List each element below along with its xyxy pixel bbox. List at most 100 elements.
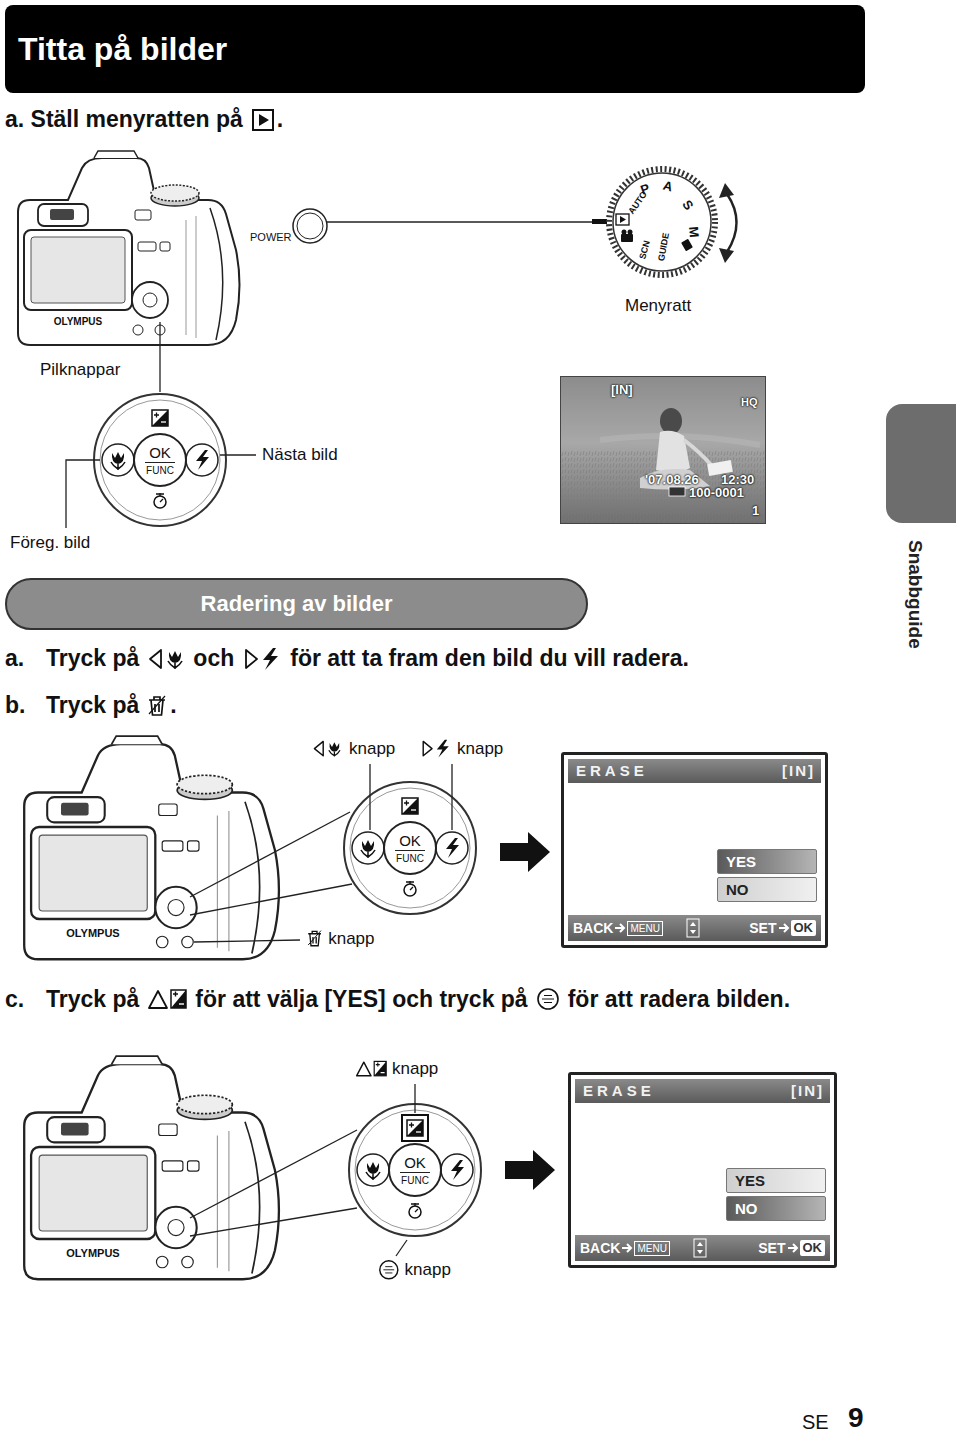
instruction-paragraph: c. Tryck på för att välja [YES] och tryck … <box>5 985 805 1014</box>
ok-func-button: OKFUNC <box>388 1143 442 1197</box>
instruction-text: för att välja [YES] och tryck på <box>195 986 527 1012</box>
button-icon <box>314 742 340 757</box>
power-button <box>293 209 327 243</box>
screen-info: '07.08.26 <box>645 472 699 487</box>
leader-line <box>396 1240 407 1256</box>
screen-title: ERASE <box>583 1082 655 1099</box>
instruction-text: knapp <box>405 1260 451 1280</box>
zoom-line <box>190 884 352 915</box>
rotation-arrow <box>719 183 737 263</box>
guide-arrow <box>621 1242 633 1254</box>
instruction-line: b.Tryck på. <box>5 692 177 719</box>
dial-index-mark <box>592 219 607 224</box>
guide-text: SET <box>749 920 776 936</box>
guide-key: MENU <box>634 1241 669 1256</box>
part-name: Pilknappar <box>40 360 120 380</box>
title-band: Titta på bilder <box>5 5 865 93</box>
screen-info: 1 <box>752 503 759 518</box>
button-icon <box>150 650 182 669</box>
button-icon <box>147 647 187 671</box>
part-name: Föreg. bild <box>10 533 90 553</box>
screen-guide-bar: BACK MENU SET OK <box>575 1235 830 1261</box>
button-icon <box>242 647 282 671</box>
lcd-screen: ERASE[IN] BACK MENU SET OK YES NO <box>568 1072 837 1268</box>
instruction-text: knapp <box>328 929 374 949</box>
mode-dial <box>609 169 715 275</box>
instruction-line: knapp <box>420 739 503 759</box>
mode-dial <box>681 239 693 252</box>
zoom-line <box>190 1208 357 1236</box>
instruction-text: för att ta fram den bild du vill radera. <box>290 645 689 672</box>
mode-dial <box>609 169 715 275</box>
screen-title-bar: ERASE[IN] <box>568 759 821 783</box>
camera-illustration <box>24 736 279 959</box>
instruction-text: knapp <box>349 739 395 759</box>
option-text: YES <box>735 1172 765 1189</box>
lcd-screen: ERASE[IN]BACKMENUSETOKYESNO <box>561 752 828 948</box>
power-button <box>297 213 323 239</box>
divider-line <box>400 1172 430 1173</box>
button-icon <box>145 694 169 718</box>
mode-dial <box>621 234 633 242</box>
button-label: OK <box>399 833 421 848</box>
guide-text: SET <box>758 1240 785 1256</box>
button-icon <box>305 929 324 948</box>
menu-option: YES <box>726 1168 826 1193</box>
screen-info: [IN] <box>611 382 633 397</box>
button-icon <box>253 110 273 130</box>
step-letter: c. <box>5 985 24 1014</box>
screen-title-bar: ERASE[IN] <box>575 1079 830 1103</box>
guide-text: BACK <box>580 1240 620 1256</box>
brand-logo: OLYMPUS <box>66 1248 119 1259</box>
photo-illustration <box>684 440 712 466</box>
rotation-arrow <box>719 183 734 198</box>
part-name: Menyratt <box>625 296 691 316</box>
instruction-text: Tryck på <box>46 986 139 1012</box>
section-heading: Radering av bilder <box>201 591 393 617</box>
button-icon <box>420 739 452 758</box>
zoom-line <box>190 812 350 897</box>
part-name: Nästa bild <box>262 445 338 465</box>
arrow-pad <box>344 782 476 914</box>
dial-mode: M <box>687 226 701 238</box>
photo-illustration <box>669 487 685 496</box>
instruction-line: knapp <box>305 929 375 949</box>
button-icon <box>308 931 321 946</box>
guide-group: SET OK <box>749 915 816 941</box>
instruction-line: knapp <box>378 1259 451 1281</box>
instruction-text: och <box>193 645 234 672</box>
leader-line <box>159 322 160 392</box>
screen-guide-bar: BACKMENU SET OK <box>568 915 821 941</box>
leader-line <box>194 940 300 942</box>
instruction-line: knapp <box>355 1059 438 1079</box>
photo-illustration <box>660 408 682 434</box>
brand-logo: OLYMPUS <box>66 928 119 939</box>
instruction-text: knapp <box>457 739 503 759</box>
instruction-line: a.Tryck påochför att ta fram den bild du… <box>5 645 689 672</box>
guide-group: BACK MENU <box>580 1235 670 1261</box>
screen-info: 12:30 <box>721 472 754 487</box>
leader-line <box>327 221 592 223</box>
camera-illustration <box>24 1056 279 1279</box>
rotation-arrow <box>719 248 734 263</box>
button-label: FUNC <box>146 465 174 476</box>
arrow-pad <box>349 1104 481 1236</box>
button-name: POWER <box>250 231 292 243</box>
guide-group: BACKMENU <box>573 915 663 941</box>
button-icon <box>251 108 275 132</box>
page-title: Titta på bilder <box>18 31 227 68</box>
instruction-text: a. Ställ menyratten på <box>5 106 243 133</box>
button-icon <box>380 1261 398 1279</box>
guide-key: OK <box>791 920 817 936</box>
memory-indicator: [IN] <box>782 762 815 779</box>
zoom-line <box>190 1130 357 1218</box>
option-text: NO <box>735 1200 758 1217</box>
guide-key: OK <box>800 1240 826 1256</box>
instruction-line: a. Ställ menyratten på. <box>5 106 283 133</box>
mode-dial <box>622 230 627 235</box>
side-tab: Snabbguide <box>886 404 956 523</box>
highlight-box <box>402 1115 428 1141</box>
button-label: OK <box>404 1155 426 1170</box>
photo-illustration <box>560 376 766 524</box>
menu-option: YES <box>717 849 817 874</box>
